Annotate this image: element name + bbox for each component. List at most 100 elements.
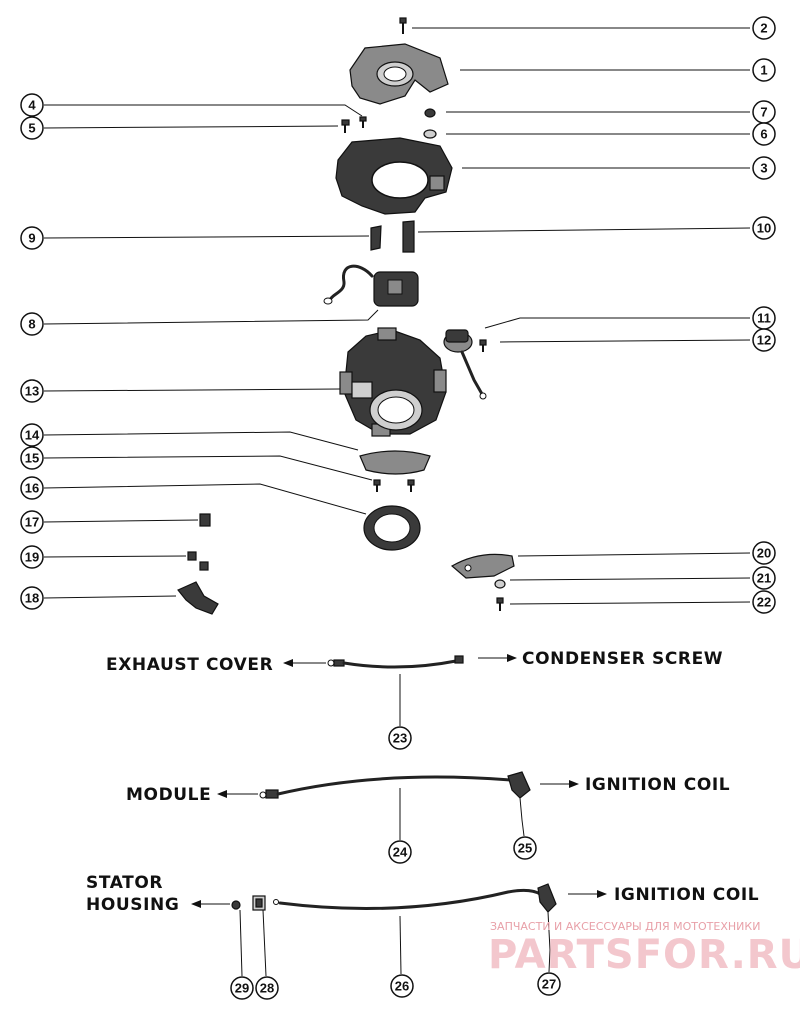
callout-2: 2: [752, 16, 776, 40]
callout-11: 11: [752, 306, 776, 330]
callout-17: 17: [20, 510, 44, 534]
callouts: 2 1 4 7 5 6 3 10 9 11 8 12 13 14 15 16 1…: [20, 16, 776, 1000]
callout-8: 8: [20, 312, 44, 336]
part-screw-2: [399, 17, 407, 34]
caption-ignition-coil-2: IGNITION COIL: [614, 885, 759, 905]
part-housing-3: [335, 137, 453, 215]
callout-15: 15: [20, 446, 44, 470]
part-screw-22: [496, 597, 504, 611]
callout-20: 20: [752, 541, 776, 565]
callout-18: 18: [20, 586, 44, 610]
callout-17-label: 17: [25, 515, 39, 530]
part-nut-19: [187, 551, 209, 571]
callout-3-label: 3: [760, 161, 767, 176]
part-nut-7: [424, 108, 436, 118]
part-wire-26: [273, 888, 542, 910]
caption-module: MODULE: [126, 785, 211, 805]
part-screws-15: [373, 479, 415, 492]
part-clip-17: [199, 513, 211, 527]
callout-22: 22: [752, 590, 776, 614]
callout-7: 7: [752, 100, 776, 124]
caption-exhaust-cover: EXHAUST COVER: [106, 655, 273, 675]
callout-10: 10: [752, 216, 776, 240]
caption-housing: HOUSING: [86, 895, 179, 915]
callout-27: 27: [537, 972, 561, 996]
watermark-brand: PARTSFOR.RU: [488, 932, 800, 978]
part-screw-4: [359, 116, 367, 128]
caption-stator: STATOR: [86, 873, 163, 893]
part-condenser-11: [443, 329, 487, 400]
leader-lines: [43, 27, 751, 977]
callout-26-label: 26: [395, 979, 409, 994]
callout-5-label: 5: [28, 121, 35, 136]
part-drawings: [177, 17, 557, 913]
callout-9: 9: [20, 226, 44, 250]
watermark: ЗАПЧАСТИ И АКСЕССУАРЫ ДЛЯ МОТОТЕХНИКИ PA…: [488, 920, 800, 978]
callout-22-label: 22: [757, 595, 771, 610]
part-screw-12: [479, 339, 487, 352]
callout-7-label: 7: [760, 105, 767, 120]
callout-21-label: 21: [757, 571, 771, 586]
part-wire-24: [259, 775, 512, 799]
callout-28-label: 28: [260, 981, 274, 996]
callout-19-label: 19: [25, 550, 39, 565]
callout-2-label: 2: [760, 21, 767, 36]
part-boot-25: [507, 771, 531, 799]
callout-16-label: 16: [25, 481, 39, 496]
part-nut-29: [231, 900, 241, 910]
callout-27-label: 27: [542, 977, 556, 992]
callout-24-label: 24: [393, 845, 408, 860]
part-screw-5: [341, 119, 350, 133]
part-boot-27: [537, 883, 557, 913]
callout-23: 23: [388, 726, 412, 750]
callout-8-label: 8: [28, 317, 35, 332]
callout-24: 24: [388, 840, 412, 864]
callout-1-label: 1: [760, 63, 767, 78]
callout-6: 6: [752, 122, 776, 146]
part-ring-16: [363, 505, 421, 551]
callout-11-label: 11: [757, 311, 771, 326]
callout-19: 19: [20, 545, 44, 569]
callout-12-label: 12: [757, 333, 771, 348]
callout-26: 26: [390, 974, 414, 998]
callout-18-label: 18: [25, 591, 39, 606]
part-bracket-18: [177, 581, 219, 615]
callout-5: 5: [20, 116, 44, 140]
part-trigger-plate-1: [349, 43, 449, 105]
captions: EXHAUST COVER CONDENSER SCREW MODULE IGN…: [86, 649, 759, 915]
callout-20-label: 20: [757, 546, 771, 561]
part-stator-13: [339, 327, 447, 437]
callout-1: 1: [752, 58, 776, 82]
callout-25: 25: [513, 836, 537, 860]
callout-14: 14: [20, 423, 44, 447]
part-wire-23: [327, 655, 464, 669]
callout-12: 12: [752, 328, 776, 352]
part-segment-14: [359, 450, 431, 475]
callout-29: 29: [230, 976, 254, 1000]
part-washer-6: [423, 129, 437, 139]
callout-21: 21: [752, 566, 776, 590]
callout-10-label: 10: [757, 221, 771, 236]
callout-14-label: 14: [25, 428, 40, 443]
callout-6-label: 6: [760, 127, 767, 142]
part-spring-9: [370, 225, 382, 251]
callout-25-label: 25: [518, 841, 532, 856]
callout-13-label: 13: [25, 384, 39, 399]
callout-3: 3: [752, 156, 776, 180]
part-coil-8: [323, 264, 419, 307]
callout-16: 16: [20, 476, 44, 500]
callout-13: 13: [20, 379, 44, 403]
watermark-tagline: ЗАПЧАСТИ И АКСЕССУАРЫ ДЛЯ МОТОТЕХНИКИ: [490, 920, 760, 933]
callout-4-label: 4: [28, 98, 36, 113]
caption-condenser-screw: CONDENSER SCREW: [522, 649, 723, 669]
callout-9-label: 9: [28, 231, 35, 246]
callout-15-label: 15: [25, 451, 39, 466]
part-spring-10: [402, 220, 415, 253]
callout-4: 4: [20, 93, 44, 117]
callout-23-label: 23: [393, 731, 407, 746]
caption-ignition-coil-1: IGNITION COIL: [585, 775, 730, 795]
part-connector-28: [252, 895, 266, 911]
part-washer-21: [494, 579, 506, 589]
